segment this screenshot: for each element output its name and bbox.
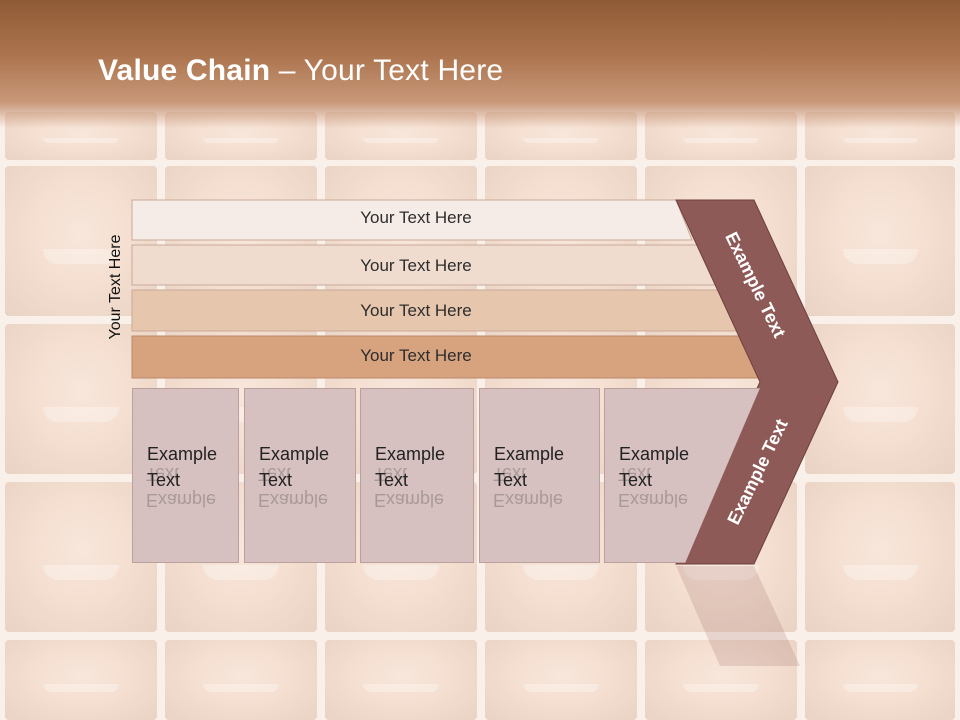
title-banner	[0, 0, 960, 128]
activity-box-label: Example Text	[375, 444, 446, 490]
slide-title[interactable]: Value Chain – Your Text Here	[98, 54, 503, 88]
activity-box-reflection: Example Text	[132, 410, 239, 565]
bar-label-4: Your Text Here	[360, 346, 472, 365]
reflection-label: Example Text	[493, 464, 564, 510]
reflection-label: Example Text	[374, 464, 445, 510]
support-bar-1[interactable]	[131, 199, 693, 241]
activity-box-reflection: Example Text	[604, 410, 714, 565]
activity-box-label: Example Text	[147, 444, 218, 490]
activity-box-4[interactable]: Example Text	[479, 388, 600, 563]
reflection-label: Example Text	[618, 464, 689, 510]
activity-box-reflection: Example Text	[360, 410, 474, 565]
title-rest-part: – Your Text Here	[270, 54, 504, 87]
reflection-label: Example Text	[258, 464, 329, 510]
bar-label-3: Your Text Here	[360, 301, 472, 320]
activity-box-label: Example Text	[619, 444, 690, 490]
activity-box-1[interactable]: Example Text	[132, 388, 239, 563]
activity-box-label: Example Text	[494, 444, 565, 490]
activity-box-2[interactable]: Example Text	[244, 388, 356, 563]
activity-box-label: Example Text	[259, 444, 330, 490]
margin-chevron[interactable]	[675, 199, 839, 565]
reflection-label: Example Text	[146, 464, 217, 510]
vertical-side-label: Your Text Here	[107, 234, 124, 340]
bar-label-2: Your Text Here	[360, 256, 472, 275]
bar-label-1: Your Text Here	[360, 208, 472, 227]
title-bold-part: Value Chain	[98, 54, 271, 87]
activity-box-reflection: Example Text	[244, 410, 356, 565]
activity-box-3[interactable]: Example Text	[360, 388, 474, 563]
margin-chevron-reflection	[676, 566, 800, 666]
activity-box-reflection: Example Text	[479, 410, 600, 565]
